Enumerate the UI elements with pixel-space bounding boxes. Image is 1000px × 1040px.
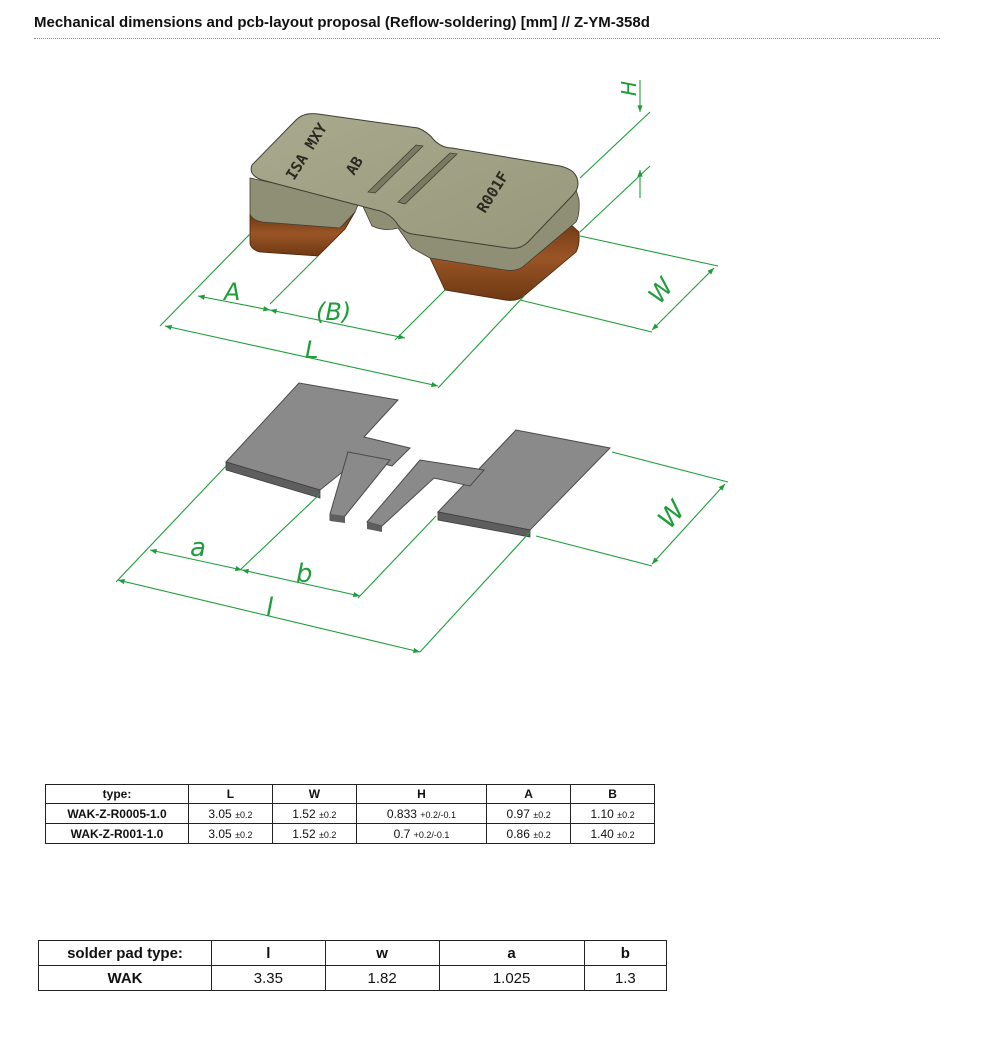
pad-left [225,382,411,491]
spec-cell: 3.05 ±0.2 [188,803,273,824]
page-title: Mechanical dimensions and pcb-layout pro… [34,14,650,31]
spec-cell: 0.97 ±0.2 [486,803,572,824]
spec-cell: 1.40 ±0.2 [570,823,655,844]
title-divider [34,38,940,39]
dim-label-l: l [266,593,274,623]
pad-header-a: a [438,940,585,966]
pad-left-edge [225,461,321,499]
dim-label-b: b [296,559,313,589]
dim-label-H: H [617,81,641,96]
pad-type: WAK [38,965,212,991]
spec-cell: 1.52 ±0.2 [271,823,357,844]
dim-label-B: (B) [316,298,351,326]
pad-cell-a: 1.025 [438,965,585,991]
slot-left [367,144,424,194]
spec-type: WAK-Z-R0005-1.0 [45,803,189,824]
spec-cell: 0.833 +0.2/-0.1 [355,803,488,824]
spec-header-L: L [188,784,273,804]
solder-pad-table: solder pad type: l w a b WAK 3.35 1.82 1… [38,940,668,991]
spec-cell: 1.52 ±0.2 [271,803,357,824]
pad-header-l: l [211,940,326,966]
pad-right-edge [437,511,531,538]
pad-header-type: solder pad type: [38,940,212,966]
body-top-face [250,113,579,249]
pad-cell-w: 1.82 [324,965,440,991]
dim-label-a: a [190,533,206,563]
dim-label-A: A [222,278,240,306]
pad-cell-l: 3.35 [211,965,326,991]
spec-header-W: W [271,784,357,804]
spec-cell: 0.7 +0.2/-0.1 [355,823,488,844]
pad-right-finger-edge [367,522,382,532]
spec-cell: 1.10 ±0.2 [570,803,655,824]
spec-header-B: B [570,784,655,804]
slot-right [397,152,458,205]
pcb-pad-layout [225,382,612,538]
spec-cell: 3.05 ±0.2 [188,823,273,844]
spec-cell: 0.86 ±0.2 [486,823,572,844]
dim-label-L: L [305,336,318,364]
table-row: WAK-Z-R001-1.0 3.05 ±0.2 1.52 ±0.2 0.7 +… [45,823,655,844]
spec-type: WAK-Z-R001-1.0 [45,823,189,844]
mechanical-drawing: ISA MXY AB R001F A (B) L W H [115,80,729,654]
spec-header-H: H [355,784,488,804]
pad-dimensions [115,451,729,654]
spec-table: type: L W H A B WAK-Z-R0005-1.0 3.05 ±0.… [45,784,655,844]
spec-header-A: A [486,784,572,804]
body-dimensions [159,80,719,389]
table-row: WAK-Z-R0005-1.0 3.05 ±0.2 1.52 ±0.2 0.83… [45,803,655,824]
spec-table-header: type: L W H A B [45,784,655,804]
pad-header-w: w [324,940,440,966]
pad-header-b: b [583,940,668,966]
pad-cell-b: 1.3 [583,965,668,991]
dim-label-W: W [643,272,680,309]
resistor-body: ISA MXY AB R001F [249,113,580,301]
spec-header-type: type: [45,784,189,804]
dim-label-w: W [652,495,692,535]
pad-table-header: solder pad type: l w a b [38,940,668,966]
table-row: WAK 3.35 1.82 1.025 1.3 [38,965,668,991]
pad-left-finger-edge [330,514,345,523]
